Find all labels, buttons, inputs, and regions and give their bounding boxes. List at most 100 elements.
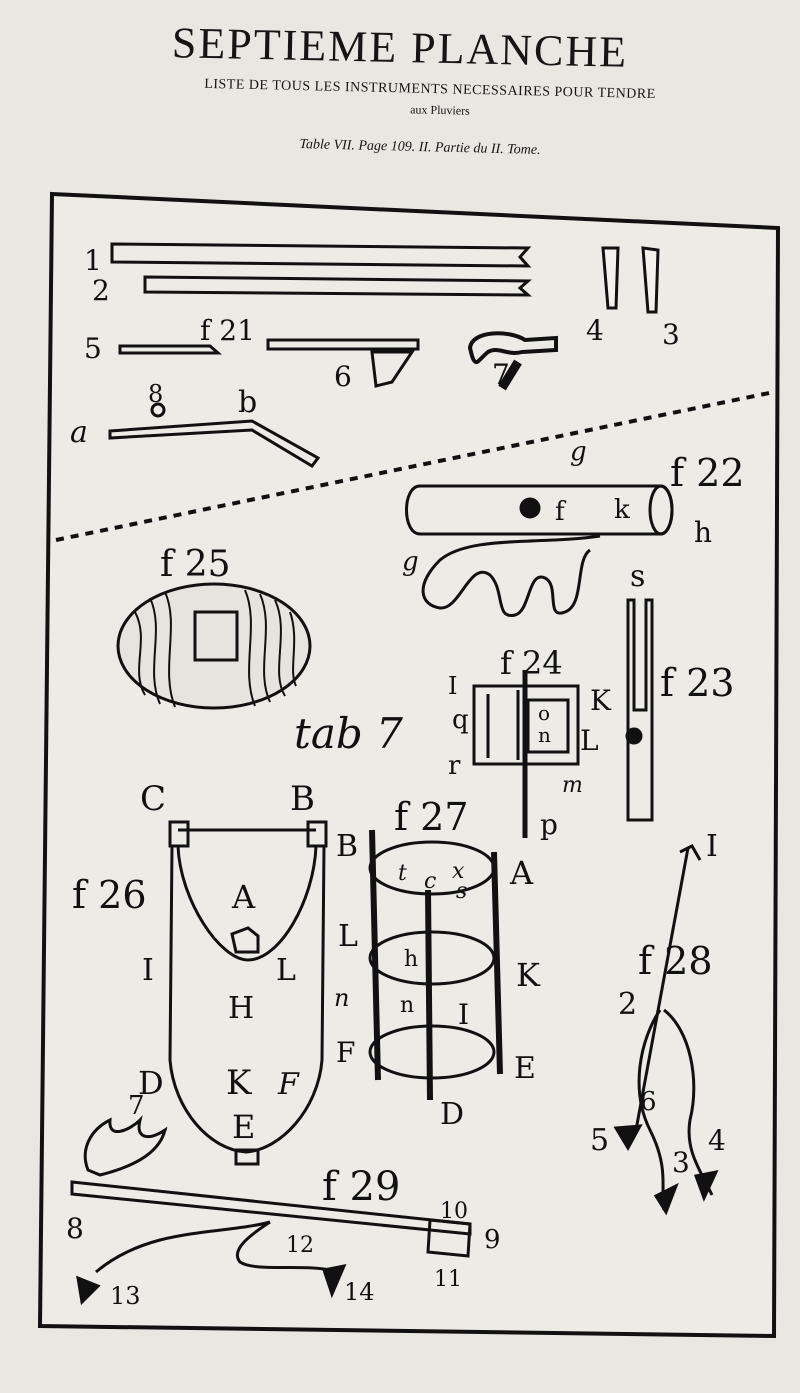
- label-tab7: tab 7: [294, 709, 403, 758]
- sling-inner: [176, 845, 318, 962]
- label-q: q: [452, 705, 469, 735]
- label-14: 14: [344, 1278, 375, 1306]
- label-m: m: [562, 773, 583, 798]
- label-4b: 4: [708, 1124, 726, 1157]
- label-f-dot: f: [555, 497, 567, 527]
- roll-end: [648, 484, 674, 536]
- snare-stick-figure: [613, 844, 719, 1216]
- hook-7: [467, 331, 558, 365]
- label-C: C: [140, 779, 166, 819]
- label-B26: B: [290, 779, 315, 819]
- label-f22: f 22: [670, 451, 745, 495]
- plate-labels: 1 2 5 f 21 6 7 4 3 a 8 b g f 22 f k h g …: [66, 244, 745, 1310]
- label-f25: f 25: [160, 544, 231, 585]
- oval-hatching: [134, 589, 297, 708]
- label-f28: f 28: [638, 939, 713, 983]
- oval-net-figure: [116, 582, 312, 710]
- plate-frame: [37, 191, 781, 1339]
- sling-figure: [168, 820, 328, 1166]
- label-L27: L: [338, 919, 358, 954]
- label-2: 2: [92, 274, 110, 307]
- label-f27: f 27: [394, 795, 469, 839]
- label-L26: L: [276, 953, 296, 988]
- label-10: 10: [440, 1199, 468, 1224]
- rod-23: [626, 598, 654, 822]
- label-t: t: [398, 861, 407, 886]
- label-6: 6: [334, 360, 352, 393]
- snare-peg-4: [693, 1169, 719, 1202]
- label-f26: f 26: [72, 873, 147, 917]
- long-sticks-figure: [110, 242, 533, 297]
- hook-6: [370, 350, 415, 388]
- label-L24: L: [580, 724, 599, 757]
- label-B27: B: [336, 829, 358, 864]
- label-s: s: [630, 559, 645, 594]
- oval-cage: [193, 610, 239, 662]
- snare-peg-5: [613, 1124, 643, 1152]
- oval-outline: [116, 582, 312, 710]
- label-n27a: n: [334, 984, 349, 1012]
- label-s27: s: [456, 879, 467, 904]
- snare-tip: [679, 844, 702, 861]
- label-h-roll: h: [694, 516, 712, 549]
- label-k-roll: k: [614, 495, 630, 525]
- roll-dot: [519, 497, 541, 519]
- label-I28: I: [706, 829, 718, 864]
- label-K27: K: [516, 956, 541, 994]
- rod-knot: [625, 727, 643, 745]
- bar-5: [118, 344, 222, 355]
- label-2b: 2: [618, 987, 637, 1022]
- label-F27: F: [336, 1036, 355, 1069]
- snare-stick: [634, 847, 690, 1131]
- bent-stick-figure: [108, 402, 321, 468]
- label-D27: D: [440, 1097, 464, 1132]
- label-p: p: [540, 808, 558, 841]
- label-I26: I: [142, 953, 154, 988]
- pegs-figure: [601, 246, 660, 314]
- label-o: o: [538, 701, 550, 725]
- stick-2: [143, 275, 533, 297]
- snare-cord-1: [637, 1009, 666, 1211]
- label-h27: h: [404, 947, 418, 972]
- label-f23: f 23: [660, 661, 735, 705]
- hook-7-stem: [498, 359, 522, 391]
- trailing-cord: [421, 534, 601, 617]
- rod-figure: [625, 598, 654, 822]
- snare-peg-3: [653, 1182, 679, 1216]
- label-c: c: [424, 869, 436, 894]
- peg-4: [601, 246, 620, 310]
- label-12: 12: [286, 1233, 314, 1258]
- cage-post-1: [369, 829, 381, 1081]
- label-11: 11: [434, 1267, 462, 1292]
- label-I24: I: [448, 672, 457, 700]
- fig-21-pieces: [118, 338, 420, 388]
- bow-trap-figure: [70, 1115, 472, 1306]
- label-5: 5: [84, 332, 102, 365]
- rolled-net-figure: [405, 484, 674, 617]
- label-x: x: [452, 859, 465, 884]
- trap-peg-13: [76, 1275, 101, 1306]
- label-F26: F: [277, 1067, 300, 1102]
- trap-cord-right: [235, 1220, 331, 1272]
- label-D26: D: [138, 1064, 164, 1102]
- trap-frame: [426, 1218, 472, 1258]
- label-1: 1: [84, 244, 102, 277]
- label-b: b: [238, 385, 257, 420]
- label-a: a: [70, 415, 88, 450]
- sling-weight: [234, 1148, 260, 1166]
- label-f29: f 29: [322, 1164, 400, 1210]
- label-8b: 8: [66, 1212, 84, 1245]
- label-g-upper: g: [570, 437, 587, 467]
- label-f21: f 21: [200, 314, 255, 347]
- label-r: r: [448, 751, 461, 781]
- label-I27: I: [458, 998, 469, 1031]
- sling-outer: [168, 845, 326, 1154]
- label-8: 8: [148, 380, 163, 408]
- sling-block: [230, 926, 260, 954]
- hook-7-figure: [467, 331, 558, 391]
- feather-plume: [83, 1115, 168, 1177]
- label-H26: H: [228, 991, 254, 1026]
- label-13: 13: [110, 1282, 141, 1310]
